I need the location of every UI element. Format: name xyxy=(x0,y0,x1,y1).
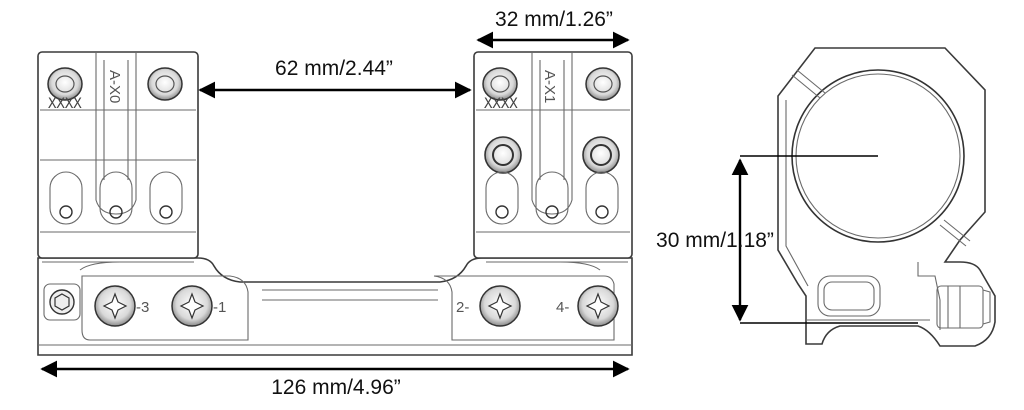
front-serial: XXXX xyxy=(48,96,82,112)
dim-ring-width-label: 32 mm/1.26” xyxy=(495,8,613,31)
rear-ring-marking: A-X1 xyxy=(541,70,558,103)
dimension-ring-spacing: 62 mm/2.44” xyxy=(198,57,472,99)
dimension-center-height: 30 mm/1.18” xyxy=(656,155,918,324)
mount-base xyxy=(37,257,633,356)
screw-number-1: -1 xyxy=(213,299,226,316)
dim-ring-spacing-label: 62 mm/2.44” xyxy=(275,57,393,80)
screw-number-3: -3 xyxy=(136,299,149,316)
dim-overall-length-label: 126 mm/4.96” xyxy=(271,376,401,399)
torx-screw-4 xyxy=(577,285,619,327)
dimension-overall-length: 126 mm/4.96” xyxy=(40,360,630,399)
rear-ring xyxy=(473,51,633,259)
torx-screw-3 xyxy=(94,285,136,327)
torx-screw-2 xyxy=(479,285,521,327)
rear-serial: XXXX xyxy=(484,96,518,112)
dim-center-height-label: 30 mm/1.18” xyxy=(656,229,774,252)
ring-mid-bolt xyxy=(484,136,522,174)
ring-top-bolt xyxy=(47,67,83,101)
base-hex-screw xyxy=(43,283,81,321)
screw-number-2: 2- xyxy=(456,299,469,316)
torx-screw-1 xyxy=(171,285,213,327)
ring-end-view xyxy=(777,47,996,347)
mount-side-view: A-X0 A-X1 XXXX XXXX -3 -1 2- 4- xyxy=(37,51,633,356)
front-ring-marking: A-X0 xyxy=(106,70,123,103)
front-ring xyxy=(37,51,199,259)
ring-mid-bolt xyxy=(582,136,620,174)
ring-lower-screws xyxy=(49,171,619,225)
screw-number-4: 4- xyxy=(556,299,569,316)
ring-top-bolt xyxy=(147,67,183,101)
ring-top-bolt xyxy=(482,67,518,101)
ring-top-bolt xyxy=(585,67,621,101)
dimension-ring-width: 32 mm/1.26” xyxy=(476,8,630,49)
